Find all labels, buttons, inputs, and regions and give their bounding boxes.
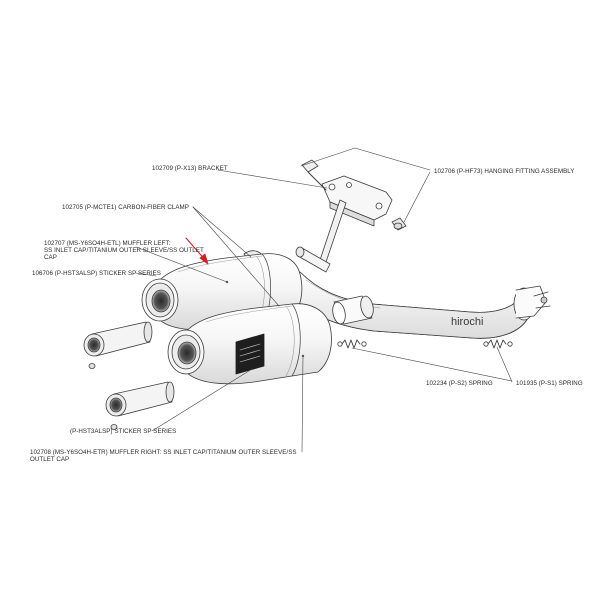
inlet-cap-upper [83,321,153,357]
bracket [295,159,393,273]
screw-upper [88,363,96,369]
muffler-right [167,303,332,385]
label-hanging-fitting: 102706 (P-HF73) HANGING FITTING ASSEMBLY [434,168,575,175]
label-clamp: 102705 (P-MCTE1) CARBON-FIBER CLAMP [62,204,189,211]
label-bracket: 102709 (P-X13) BRACKET [152,165,228,172]
red-arrow [185,237,209,265]
spring-s1 [483,339,513,349]
inlet-cap-lower [105,381,175,417]
label-sticker-top: 106706 (P-HST3ALSP) STICKER SP SERIES [32,270,161,277]
collector-flange [513,285,551,321]
label-muffler-right-line1: 102708 (MS-Y6SO4H-ETR) MUFFLER RIGHT: SS… [30,449,297,456]
inlet-sleeve [332,295,374,325]
leader-lines [135,147,513,453]
screw-lower [110,424,118,430]
label-muffler-left-line3: CAP [44,254,57,261]
label-spring-s2: 102234 (P-S2) SPRING [426,380,493,387]
label-muffler-left-line1: 102707 (MS-Y6SO4H-ETL) MUFFLER LEFT: [44,240,171,247]
label-muffler-left-line2: SS INLET CAP/TITANIUM OUTER SLEEVE/SS OU… [44,247,204,254]
label-spring-s1: 101935 (P-S1) SPRING [516,380,583,387]
spring-s2 [337,339,367,349]
watermark: hirochi [451,316,484,328]
hanging-fitting [391,217,407,231]
label-sticker-bottom: (P-HST3ALSP) STICKER SP SERIES [70,428,177,435]
label-muffler-right-line2: OUTLET CAP [30,456,70,463]
